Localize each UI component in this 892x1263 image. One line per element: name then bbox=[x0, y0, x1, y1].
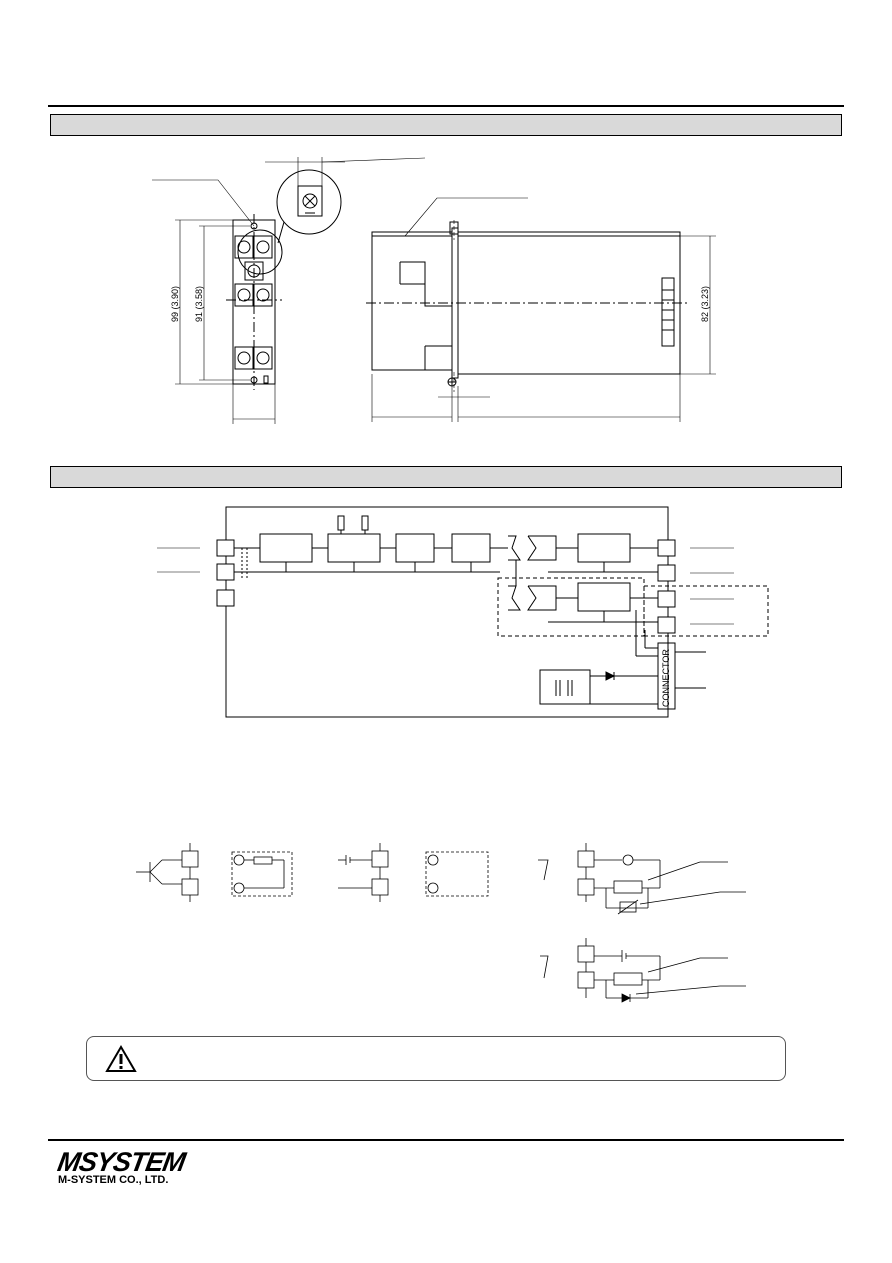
side-view bbox=[366, 197, 716, 422]
wiring-example-ac-load bbox=[538, 843, 746, 915]
bottom-rule bbox=[48, 1139, 844, 1141]
brand-logo: MSYSTEM bbox=[55, 1147, 188, 1177]
dim-height-side: 82 (3.23) bbox=[700, 285, 710, 322]
dim-height-mount: 91 (3.58) bbox=[194, 285, 204, 322]
warning-box bbox=[86, 1036, 786, 1081]
warning-triangle-icon bbox=[105, 1045, 137, 1072]
section-header-schematic bbox=[50, 466, 842, 488]
brand: MSYSTEM M-SYSTEM CO., LTD. bbox=[55, 1147, 188, 1186]
connector-label: CONNECTOR bbox=[661, 649, 671, 707]
block-diagram bbox=[157, 506, 769, 718]
front-view bbox=[152, 157, 426, 424]
top-rule bbox=[48, 105, 844, 107]
section-header-dimensions bbox=[50, 114, 842, 136]
wiring-example-transistor bbox=[136, 843, 293, 902]
dim-height-overall: 99 (3.90) bbox=[170, 285, 180, 322]
wiring-example-contact bbox=[338, 843, 489, 902]
wiring-example-dc-load bbox=[540, 938, 746, 1003]
company-name: M-SYSTEM CO., LTD. bbox=[58, 1174, 169, 1186]
